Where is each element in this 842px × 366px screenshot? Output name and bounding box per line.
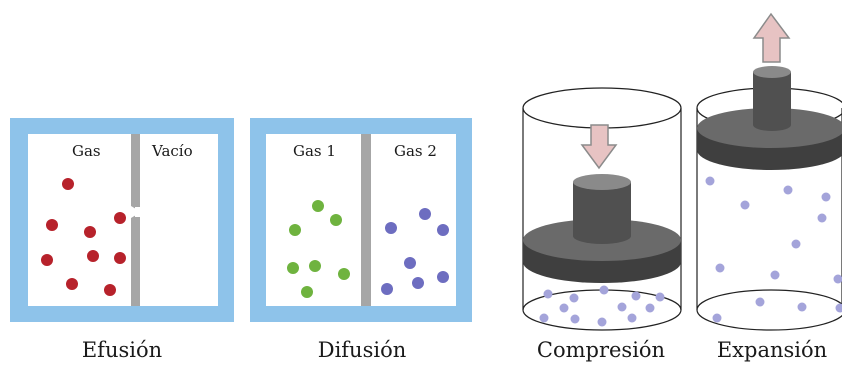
expansion-cylinder-bottom-rim xyxy=(696,289,842,331)
gas-particle xyxy=(833,274,842,284)
gas1-particle xyxy=(301,286,313,298)
gas-particle xyxy=(543,289,553,299)
diffusion-gas2-particles xyxy=(381,208,449,295)
compression-gas-particles xyxy=(539,285,665,327)
gas-particle xyxy=(597,317,607,327)
gas-particle xyxy=(740,200,750,210)
compression-cylinder-top-rim xyxy=(522,87,682,129)
gas1-particle xyxy=(312,200,324,212)
gas-particle xyxy=(705,176,715,186)
effusion-gas-particles xyxy=(41,178,126,296)
gas-particle xyxy=(570,314,580,324)
diffusion-gas1-label: Gas 1 xyxy=(293,142,336,160)
gas2-particle xyxy=(381,283,393,295)
gas-particle xyxy=(599,285,609,295)
diffusion-caption: Difusión xyxy=(317,338,407,362)
gas-particle xyxy=(114,212,126,224)
diffusion-partition xyxy=(361,134,371,306)
compression-piston-rod-top xyxy=(573,174,631,190)
gas-particle xyxy=(655,292,665,302)
effusion-gas-label: Gas xyxy=(72,142,101,160)
compression-caption: Compresión xyxy=(536,338,666,362)
gas-particle xyxy=(715,263,725,273)
arrow-down-icon xyxy=(580,124,618,170)
gas-particle xyxy=(617,302,627,312)
effusion-vacuum-label: Vacío xyxy=(151,142,193,160)
effusion-panel: Gas Vacío xyxy=(10,118,234,322)
gas-particle xyxy=(569,293,579,303)
effusion-partition xyxy=(131,134,140,306)
gas-particle xyxy=(821,192,831,202)
expansion-caption: Expansión xyxy=(716,338,828,362)
gas-particle xyxy=(817,213,827,223)
compression-cylinder xyxy=(522,87,682,331)
diffusion-panel: Gas 1 Gas 2 xyxy=(250,118,472,322)
gas-particle xyxy=(791,239,801,249)
gas-particle xyxy=(41,254,53,266)
effusion-pinhole-gap xyxy=(135,207,141,217)
gas2-particle xyxy=(404,257,416,269)
gas-particle xyxy=(66,278,78,290)
gas-particle xyxy=(835,303,842,313)
gas-particle xyxy=(84,226,96,238)
gas-particle xyxy=(645,303,655,313)
gas-particle xyxy=(783,185,793,195)
effusion-caption: Efusión xyxy=(81,338,163,362)
gas-particle xyxy=(46,219,58,231)
gas-particle xyxy=(712,313,722,323)
gas-particle xyxy=(104,284,116,296)
gas-particle xyxy=(559,303,569,313)
gas1-particle xyxy=(330,214,342,226)
gas2-particle xyxy=(419,208,431,220)
expansion-piston-rod xyxy=(753,72,791,131)
gas-particle xyxy=(539,313,549,323)
gas2-particle xyxy=(437,224,449,236)
gas-particle xyxy=(114,252,126,264)
expansion-gas-particles xyxy=(705,176,842,323)
expansion-cylinder xyxy=(696,12,842,331)
gas1-particle xyxy=(287,262,299,274)
gas-particle xyxy=(770,270,780,280)
gas1-particle xyxy=(338,268,350,280)
gas-particle xyxy=(627,313,637,323)
gas-particle xyxy=(62,178,74,190)
compression-piston-rod xyxy=(573,182,631,244)
diffusion-gas1-particles xyxy=(287,200,350,298)
expansion-piston-rod-top xyxy=(753,66,791,78)
gas-particle xyxy=(87,250,99,262)
gas-particle xyxy=(755,297,765,307)
gas2-particle xyxy=(412,277,424,289)
gas2-particle xyxy=(437,271,449,283)
gas-particle xyxy=(797,302,807,312)
diffusion-gas2-label: Gas 2 xyxy=(394,142,437,160)
gas2-particle xyxy=(385,222,397,234)
gas-particle xyxy=(631,291,641,301)
arrow-up-icon xyxy=(752,12,791,63)
gas1-particle xyxy=(289,224,301,236)
gas1-particle xyxy=(309,260,321,272)
